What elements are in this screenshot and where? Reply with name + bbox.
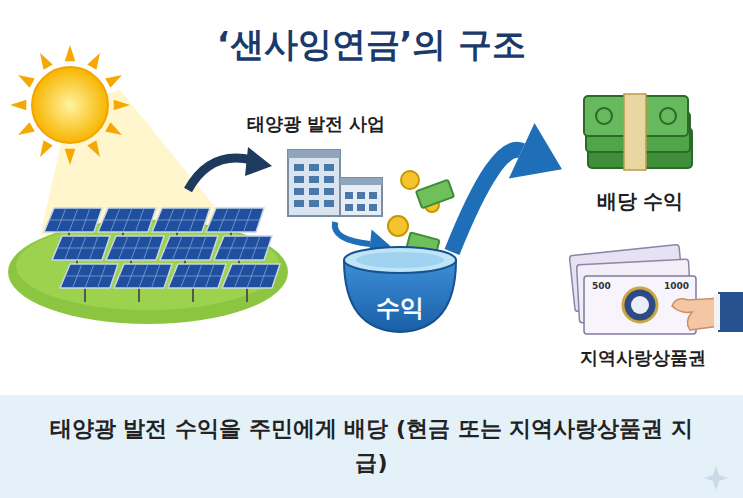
window — [345, 192, 353, 199]
window — [309, 200, 319, 207]
solar-panel — [206, 208, 264, 232]
solar-panel — [222, 264, 280, 288]
panel-leg — [246, 288, 248, 302]
solar-panel — [168, 264, 226, 288]
business-label: 태양광 발전 사업 — [236, 112, 396, 220]
sun-ray — [105, 75, 122, 88]
solar-panel — [60, 264, 118, 288]
window — [324, 188, 334, 195]
window — [324, 200, 334, 207]
sun-ray — [87, 53, 100, 70]
panel-grid — [65, 276, 114, 277]
solar-panel — [98, 208, 156, 232]
sun-ray — [87, 140, 100, 157]
vouchers — [569, 244, 696, 334]
sun-ray — [65, 149, 76, 165]
panel-leg — [84, 288, 86, 302]
panel-grid — [219, 248, 268, 249]
solar-panel — [214, 236, 272, 260]
solar-panel — [160, 236, 218, 260]
sun-ray — [10, 100, 26, 111]
panel-grid — [173, 276, 222, 277]
sun — [32, 67, 108, 143]
title: ‘샌사잉연금’의 구조 — [0, 22, 743, 68]
window — [294, 188, 304, 195]
bowl-water — [356, 252, 444, 268]
window — [294, 164, 304, 171]
node-label: 태양광 발전 사업 — [236, 112, 396, 136]
window — [294, 200, 304, 207]
sun-ray — [40, 140, 53, 157]
window — [357, 204, 365, 211]
flow-arrow — [188, 158, 252, 190]
connector — [452, 123, 562, 252]
window — [357, 192, 365, 199]
solar-panel — [152, 208, 210, 232]
node-label: 지역사랑상품권 — [560, 346, 726, 370]
window — [369, 204, 377, 211]
panel-grid — [211, 220, 260, 221]
connector-line — [335, 222, 370, 244]
window — [324, 164, 334, 171]
caption-band — [0, 395, 743, 498]
denomination: 500 — [592, 281, 611, 291]
denomination: 1000 — [664, 281, 689, 291]
bowl-water — [344, 247, 456, 273]
window — [309, 188, 319, 195]
panel-grid — [165, 248, 214, 249]
window — [345, 204, 353, 211]
flow-arrow-head — [245, 147, 272, 176]
hand — [672, 292, 743, 332]
sparkle — [704, 466, 728, 490]
panel-grid — [103, 220, 152, 221]
caption: 태양광 발전 수익을 주민에게 배당 (현금 또는 지역사랑상품권 지급) — [40, 412, 703, 480]
sun-ray — [40, 53, 53, 70]
solar-panel — [44, 208, 102, 232]
panel-grid — [111, 248, 160, 249]
panel-grid — [49, 220, 98, 221]
solar-panel — [114, 264, 172, 288]
window — [324, 176, 334, 183]
panel-grid — [157, 220, 206, 221]
window — [309, 176, 319, 183]
panel-leg — [192, 288, 194, 302]
grass — [8, 220, 288, 324]
sun-ray — [65, 45, 76, 61]
panel-grid — [119, 276, 168, 277]
solar-panels — [44, 208, 280, 302]
building — [288, 150, 382, 216]
solar-panel — [52, 236, 110, 260]
panel-leg — [138, 288, 140, 302]
sun-ray — [105, 122, 122, 135]
window — [294, 176, 304, 183]
voucher: 지역사랑상품권 — [560, 242, 726, 372]
panel-grid — [57, 248, 106, 249]
solar-panel — [106, 236, 164, 260]
grass — [16, 222, 280, 310]
connector-line — [452, 150, 522, 252]
sun-ray — [114, 100, 130, 111]
sun-ray — [18, 75, 35, 88]
sun-ray — [18, 122, 35, 135]
sun-rays — [10, 45, 130, 165]
revenue-bowl: 수익 — [340, 242, 460, 334]
cash-stack — [584, 94, 692, 170]
window — [309, 164, 319, 171]
window — [369, 192, 377, 199]
dividend-cash: 배당 수익 — [566, 90, 714, 218]
node-label: 수익 — [340, 292, 460, 324]
node-label: 배당 수익 — [566, 188, 714, 215]
panel-grid — [227, 276, 276, 277]
